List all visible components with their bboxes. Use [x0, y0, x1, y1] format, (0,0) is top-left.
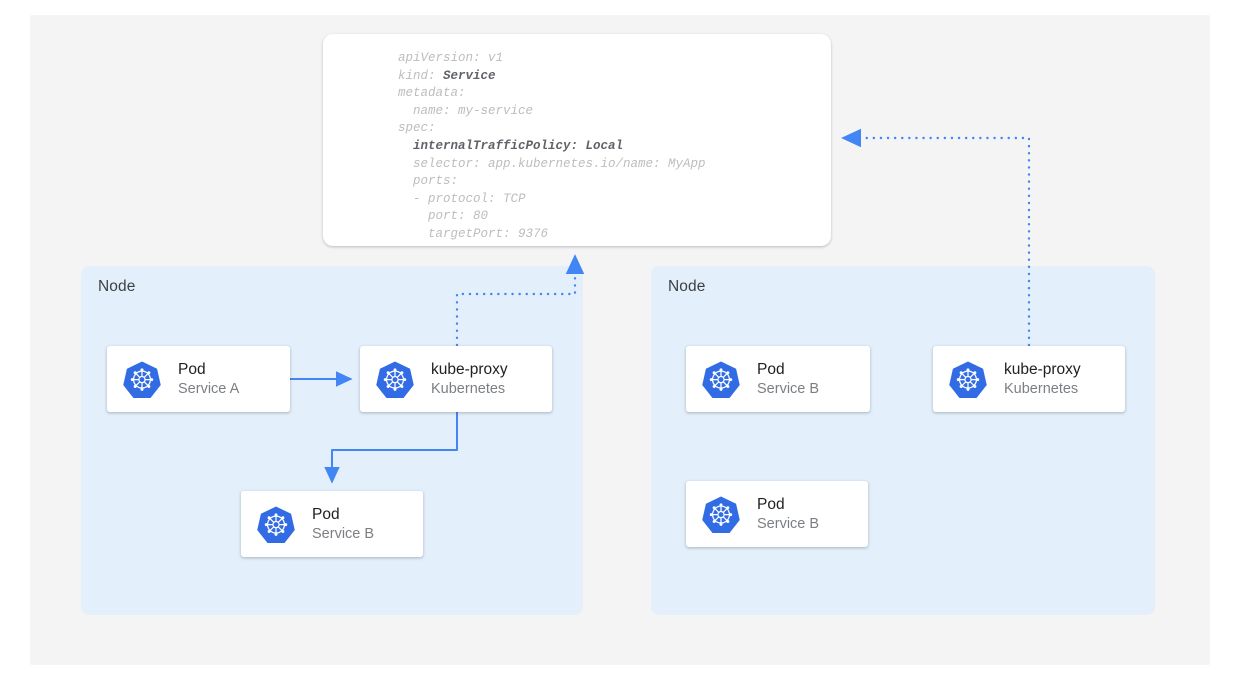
kubernetes-icon: [949, 361, 987, 398]
card-subtitle: Service B: [757, 515, 820, 532]
card-title: Pod: [178, 360, 206, 378]
card-text: kube-proxy Kubernetes: [431, 360, 508, 399]
kubernetes-icon: [702, 496, 740, 533]
card-pod-service-b-left[interactable]: Pod Service B: [241, 491, 423, 557]
card-title: Pod: [757, 495, 785, 513]
yaml-line-metadata: metadata:: [398, 86, 466, 101]
yaml-line-targetport: targetPort: 9376: [398, 226, 549, 241]
card-title: Pod: [312, 505, 340, 523]
card-title: Pod: [757, 360, 785, 378]
node-label-left: Node: [98, 278, 136, 295]
yaml-line-kind: kind:: [398, 68, 444, 83]
yaml-line-spec: spec:: [398, 121, 436, 136]
card-subtitle: Service B: [312, 525, 375, 542]
yaml-line-selector: selector: app.kubernetes.io/name: MyApp: [398, 156, 706, 171]
card-text: Pod Service A: [178, 360, 239, 399]
yaml-value-kind: Service: [443, 68, 496, 83]
card-title: kube-proxy: [1004, 360, 1081, 378]
card-subtitle: Service B: [757, 380, 820, 397]
service-manifest-card: apiVersion: v1 kind: Service metadata: n…: [323, 34, 831, 246]
kubernetes-icon: [702, 361, 740, 398]
card-pod-service-b-right-bottom[interactable]: Pod Service B: [686, 481, 868, 547]
card-pod-service-b-right-top[interactable]: Pod Service B: [686, 346, 870, 412]
card-text: Pod Service B: [757, 360, 819, 399]
card-text: Pod Service B: [312, 505, 374, 544]
node-group-left: Node: [81, 266, 583, 615]
card-kube-proxy-left[interactable]: kube-proxy Kubernetes: [360, 346, 552, 412]
node-group-right: Node: [651, 266, 1155, 615]
kubernetes-icon: [376, 361, 414, 398]
yaml-line-port: port: 80: [398, 209, 489, 224]
card-subtitle: Service A: [178, 380, 240, 397]
card-text: Pod Service B: [757, 495, 819, 534]
kubernetes-icon: [257, 506, 295, 543]
kubernetes-icon: [123, 361, 161, 398]
card-text: kube-proxy Kubernetes: [1004, 360, 1081, 399]
yaml-line-apiversion: apiVersion: v1: [398, 51, 504, 65]
card-subtitle: Kubernetes: [1004, 380, 1079, 397]
card-kube-proxy-right[interactable]: kube-proxy Kubernetes: [933, 346, 1125, 412]
yaml-line-ports: ports:: [398, 174, 459, 189]
card-title: kube-proxy: [431, 360, 508, 378]
service-manifest-code: apiVersion: v1 kind: Service metadata: n…: [398, 50, 706, 244]
yaml-line-protocol: - protocol: TCP: [398, 191, 526, 206]
card-pod-service-a[interactable]: Pod Service A: [107, 346, 290, 412]
yaml-line-internaltrafficpolicy: internalTrafficPolicy: Local: [398, 138, 624, 153]
card-subtitle: Kubernetes: [431, 380, 506, 397]
yaml-line-name: name: my-service: [398, 103, 534, 118]
node-label-right: Node: [668, 278, 706, 295]
